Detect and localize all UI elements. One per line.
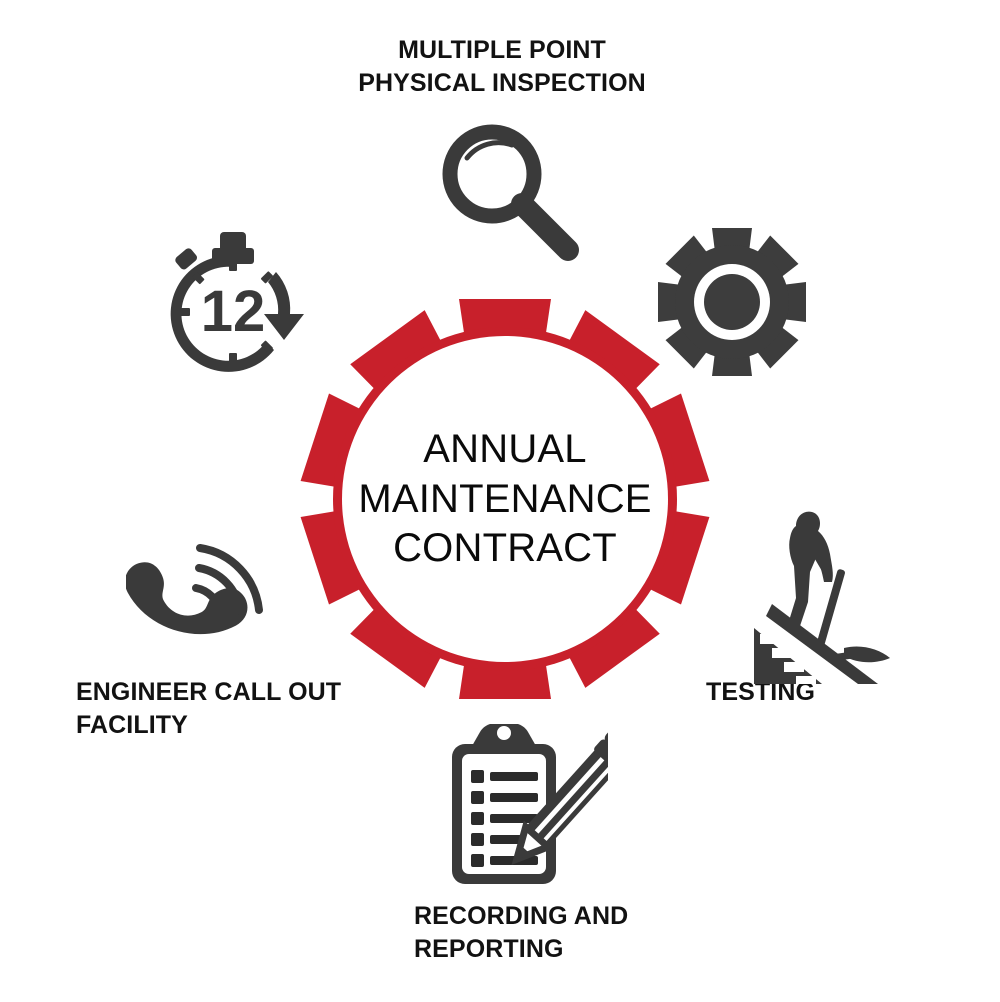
node-label-recording-and-reporting: RECORDING AND REPORTING [414, 902, 629, 963]
central-gear-graphic [258, 252, 752, 746]
center-gear-title: ANNUAL MAINTENANCE CONTRACT [358, 427, 652, 571]
gear-teeth [300, 299, 710, 699]
ringing-phone-icon [126, 532, 278, 668]
stopwatch-icon: 12 [158, 228, 318, 380]
node-label-multiple-point-physical-inspection: MULTIPLE POINT PHYSICAL INSPECTION [358, 36, 646, 97]
magnifier-icon [434, 118, 586, 266]
person-stairs-testing-icon [748, 498, 894, 684]
clipboard-pencil-icon [436, 724, 608, 888]
stopwatch-number: 12 [201, 279, 266, 344]
gear-dark-icon [654, 226, 810, 378]
pencil [511, 725, 608, 865]
gear-body [300, 299, 710, 699]
node-label-engineer-call-out-facility: ENGINEER CALL OUT FACILITY [76, 678, 342, 739]
